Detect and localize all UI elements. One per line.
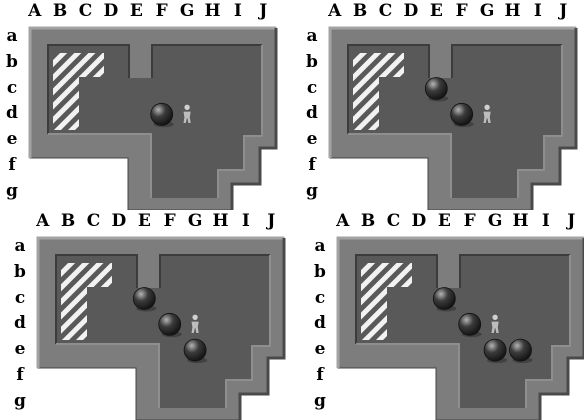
boulder (483, 338, 507, 362)
column-label-a: A (36, 211, 50, 231)
board (28, 26, 278, 210)
board (36, 236, 286, 420)
board (336, 236, 584, 420)
boulder (183, 338, 207, 362)
column-label-c: C (378, 1, 393, 21)
board (328, 26, 578, 210)
row-label-e: e (314, 339, 326, 360)
column-label-f: F (455, 1, 468, 21)
player-icon (490, 314, 500, 334)
column-label-h: H (212, 211, 229, 231)
row-label-f: f (16, 364, 24, 385)
column-label-f: F (163, 211, 176, 231)
column-label-b: B (352, 1, 368, 21)
column-label-b: B (52, 1, 68, 21)
boulder (132, 287, 156, 310)
goal-zone (61, 263, 112, 340)
row-label-g: g (14, 390, 26, 411)
column-label-d: D (111, 211, 127, 231)
boulder (458, 312, 482, 336)
boulder (158, 312, 182, 336)
column-label-b: B (360, 211, 376, 231)
column-label-i: I (233, 1, 242, 21)
row-label-f: f (316, 364, 324, 385)
row-label-c: c (314, 287, 326, 308)
row-label-d: d (14, 313, 26, 334)
row-label-e: e (6, 129, 18, 150)
row-label-g: g (314, 390, 326, 411)
boulder (424, 77, 448, 100)
row-label-e: e (306, 129, 318, 150)
column-label-e: E (129, 1, 143, 21)
row-label-c: c (14, 287, 26, 308)
goal-zone (353, 53, 404, 130)
boulder (150, 102, 174, 126)
column-label-e: E (437, 211, 451, 231)
column-label-j: J (559, 1, 568, 21)
column-label-e: E (429, 1, 443, 21)
row-label-b: b (314, 261, 326, 282)
column-label-a: A (328, 1, 342, 21)
column-label-b: B (60, 211, 76, 231)
goal-zone (53, 53, 104, 130)
column-label-i: I (241, 211, 250, 231)
row-label-e: e (14, 339, 26, 360)
column-label-d: D (411, 211, 427, 231)
column-label-f: F (155, 1, 168, 21)
row-label-a: a (306, 25, 318, 46)
column-label-g: G (487, 211, 503, 231)
boulder (450, 102, 474, 126)
boulder (509, 338, 532, 362)
row-label-g: g (306, 180, 318, 201)
column-label-j: J (267, 211, 276, 231)
column-label-a: A (28, 1, 42, 21)
column-label-h: H (504, 1, 521, 21)
column-label-f: F (463, 211, 476, 231)
goal-zone (361, 263, 412, 340)
player-icon (482, 104, 492, 124)
row-label-a: a (6, 25, 18, 46)
row-label-b: b (6, 51, 18, 72)
column-label-d: D (403, 1, 419, 21)
row-label-d: d (314, 313, 326, 334)
player-icon (190, 314, 200, 334)
column-label-c: C (78, 1, 93, 21)
column-label-g: G (479, 1, 495, 21)
row-label-a: a (14, 235, 26, 256)
row-label-a: a (314, 235, 326, 256)
column-label-h: H (512, 211, 529, 231)
player-icon (182, 104, 192, 124)
column-label-g: G (187, 211, 203, 231)
row-label-f: f (8, 154, 16, 175)
column-label-c: C (386, 211, 401, 231)
boulder (432, 287, 456, 310)
column-label-c: C (86, 211, 101, 231)
column-label-h: H (204, 1, 221, 21)
row-label-d: d (306, 103, 318, 124)
column-label-i: I (533, 1, 542, 21)
column-label-i: I (541, 211, 550, 231)
column-label-g: G (179, 1, 195, 21)
column-label-j: J (567, 211, 576, 231)
column-label-d: D (103, 1, 119, 21)
row-label-d: d (6, 103, 18, 124)
row-label-c: c (306, 77, 318, 98)
row-label-g: g (6, 180, 18, 201)
row-label-c: c (6, 77, 18, 98)
row-label-f: f (308, 154, 316, 175)
row-label-b: b (306, 51, 318, 72)
column-label-e: E (137, 211, 151, 231)
column-label-j: J (259, 1, 268, 21)
row-label-b: b (14, 261, 26, 282)
column-label-a: A (336, 211, 350, 231)
